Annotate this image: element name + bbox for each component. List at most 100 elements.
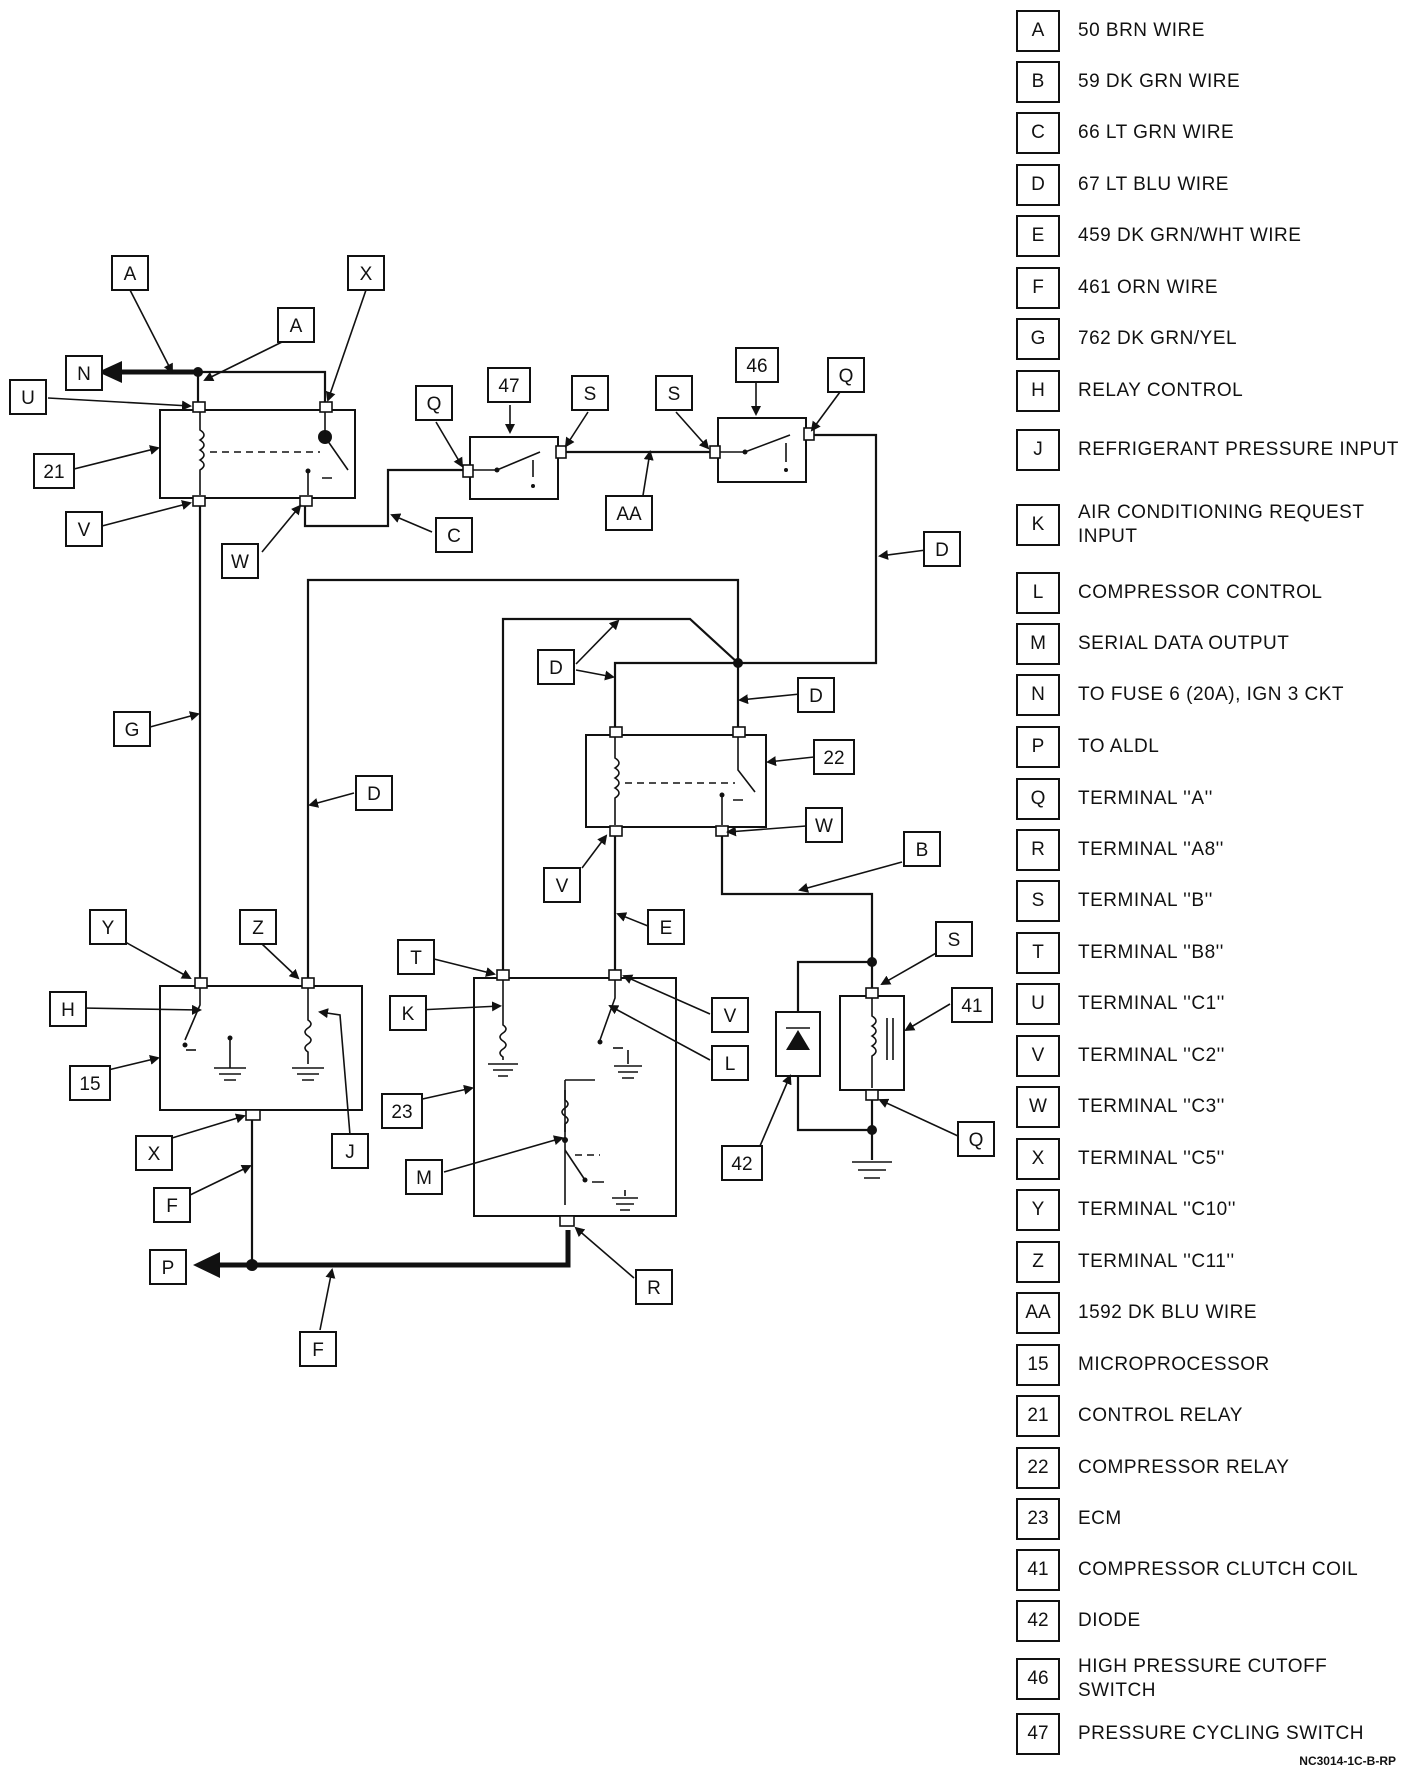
callout-15: 15 (69, 1065, 111, 1101)
legend-key: W (1016, 1086, 1060, 1128)
callout-v-1: V (65, 511, 103, 547)
legend-key: 41 (1016, 1549, 1060, 1591)
legend-text: TO ALDL (1078, 736, 1160, 757)
legend-row: 46 HIGH PRESSURE CUTOFF SWITCH (1016, 1652, 1408, 1706)
legend-text: TERMINAL ''C5'' (1078, 1148, 1225, 1169)
callout-d-1: D (923, 531, 961, 567)
svg-text:Z: Z (252, 918, 264, 939)
legend-text: REFRIGERANT PRESSURE INPUT (1078, 439, 1399, 460)
callout-a-2: A (277, 307, 315, 343)
legend-text: DIODE (1078, 1610, 1141, 1631)
callout-w-2: W (805, 807, 843, 843)
svg-text:A: A (290, 316, 303, 337)
callout-m: M (405, 1159, 443, 1195)
legend-key: Q (1016, 778, 1060, 820)
wire-a-top (198, 370, 327, 402)
svg-text:Q: Q (969, 1130, 984, 1151)
legend-text: COMPRESSOR CONTROL (1078, 582, 1323, 603)
callout-d-4: D (355, 775, 393, 811)
svg-text:Q: Q (839, 366, 854, 387)
legend-key: V (1016, 1035, 1060, 1077)
legend-text: 461 ORN WIRE (1078, 277, 1219, 298)
svg-text:47: 47 (498, 376, 519, 397)
svg-text:F: F (312, 1340, 324, 1361)
callout-21: 21 (33, 453, 75, 489)
legend-key: X (1016, 1138, 1060, 1180)
legend-key: Z (1016, 1241, 1060, 1283)
legend-key: 46 (1016, 1658, 1060, 1700)
callout-d-2: D (537, 649, 575, 685)
svg-text:L: L (725, 1054, 736, 1075)
callout-z: Z (239, 909, 277, 945)
svg-text:U: U (21, 388, 35, 409)
svg-text:D: D (935, 540, 949, 561)
svg-text:23: 23 (391, 1102, 412, 1123)
wire-d-loop (613, 661, 738, 727)
legend-text: 67 LT BLU WIRE (1078, 174, 1229, 195)
svg-text:G: G (125, 720, 140, 741)
callouts: A A X N U 21 V W C Q 47 S AA S 46 Q D D … (9, 255, 995, 1367)
ecm-23 (473, 977, 677, 1217)
legend-text: AIR CONDITIONING REQUEST INPUT (1078, 502, 1365, 547)
terminals (192, 401, 879, 1227)
wire-f-ecm (210, 1230, 571, 1268)
wire-b (720, 835, 874, 988)
legend-text: COMPRESSOR CLUTCH COIL (1078, 1559, 1359, 1580)
legend-key: C (1016, 112, 1060, 154)
legend-text: RELAY CONTROL (1078, 380, 1244, 401)
svg-text:15: 15 (79, 1074, 100, 1095)
svg-text:A: A (124, 264, 137, 285)
junction-a (193, 367, 203, 377)
svg-text:E: E (660, 918, 673, 939)
svg-text:Y: Y (102, 918, 115, 939)
legend-text: HIGH PRESSURE CUTOFF SWITCH (1078, 1656, 1328, 1701)
callout-g: G (113, 711, 151, 747)
legend-key: L (1016, 572, 1060, 614)
legend-key: U (1016, 983, 1060, 1025)
callout-q-1: Q (415, 385, 453, 421)
control-relay-21 (159, 409, 356, 499)
svg-text:R: R (647, 1278, 661, 1299)
legend-key: 42 (1016, 1600, 1060, 1642)
wire-diode-top (796, 960, 872, 1012)
svg-text:X: X (360, 264, 373, 285)
legend-text: TERMINAL ''C3'' (1078, 1096, 1225, 1117)
callout-n: N (65, 355, 103, 391)
svg-text:W: W (231, 552, 249, 573)
svg-text:D: D (809, 686, 823, 707)
legend-key: A (1016, 10, 1060, 52)
svg-text:V: V (724, 1006, 737, 1027)
callout-c: C (435, 517, 473, 553)
legend-key: D (1016, 164, 1060, 206)
legend-key: 15 (1016, 1344, 1060, 1386)
callout-h: H (49, 991, 87, 1027)
callout-s-3: S (935, 921, 973, 957)
legend-key: E (1016, 215, 1060, 257)
legend-row: W TERMINAL ''C3'' (1016, 1085, 1408, 1129)
legend-row: 41 COMPRESSOR CLUTCH COIL (1016, 1548, 1408, 1592)
compressor-relay-22 (585, 734, 767, 828)
wire-diode-bot (796, 1075, 872, 1132)
arrow-to-aldl (193, 1252, 220, 1278)
legend-text: TO FUSE 6 (20A), IGN 3 CKT (1078, 684, 1345, 705)
svg-text:X: X (148, 1144, 161, 1165)
callout-w-1: W (221, 543, 259, 579)
svg-text:41: 41 (961, 996, 982, 1017)
legend-key: M (1016, 623, 1060, 665)
legend-text: ECM (1078, 1508, 1122, 1529)
svg-text:F: F (166, 1196, 178, 1217)
svg-text:46: 46 (746, 356, 767, 377)
legend-row: 42 DIODE (1016, 1599, 1408, 1643)
callout-k: K (389, 995, 427, 1031)
svg-text:S: S (668, 384, 681, 405)
